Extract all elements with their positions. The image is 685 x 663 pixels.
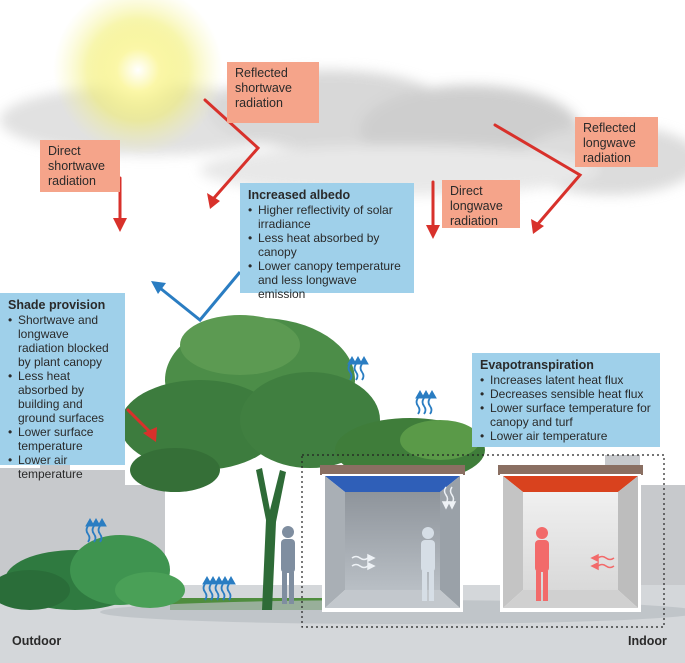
shade-item: Shortwave and longwave radiation blocked… bbox=[8, 313, 117, 369]
evaporation-arrows bbox=[85, 363, 433, 601]
evapo-item: Lower air temperature bbox=[480, 429, 652, 443]
indoor-frame bbox=[301, 454, 665, 628]
evapo-item: Decreases sensible heat flux bbox=[480, 387, 652, 401]
red-radiation-arrows bbox=[113, 98, 583, 442]
label-direct-longwave: Direct longwave radiation bbox=[442, 180, 520, 228]
hot-room bbox=[498, 465, 643, 612]
outdoor-person-icon bbox=[281, 526, 295, 604]
albedo-title: Increased albedo bbox=[248, 188, 351, 202]
cool-person-icon bbox=[421, 527, 435, 601]
shade-item: Less heat absorbed by building and groun… bbox=[8, 369, 117, 425]
fern-plants bbox=[0, 535, 185, 610]
box-increased-albedo: Increased albedo Higher reflectivity of … bbox=[240, 183, 414, 301]
cool-room bbox=[320, 465, 465, 612]
albedo-item: Lower canopy temperature and less longwa… bbox=[248, 259, 406, 301]
box-evapotranspiration: Evapotranspiration Increases latent heat… bbox=[472, 353, 660, 447]
sun-icon bbox=[53, 0, 223, 155]
label-outdoor: Outdoor bbox=[12, 634, 62, 648]
albedo-reflection-arrow bbox=[151, 271, 242, 323]
label-reflected-shortwave: Reflected shortwave radiation bbox=[227, 62, 319, 123]
cool-room-airflow-icon bbox=[351, 486, 457, 571]
box-shade-provision: Shade provision Shortwave and longwave r… bbox=[0, 293, 125, 481]
albedo-item: Higher reflectivity of solar irradiance bbox=[248, 203, 406, 231]
label-direct-shortwave: Direct shortwave radiation bbox=[40, 140, 120, 192]
shade-item: Lower surface temperature bbox=[8, 425, 117, 453]
label-reflected-longwave: Reflected longwave radiation bbox=[575, 117, 658, 167]
tree-icon bbox=[120, 315, 380, 610]
shade-title: Shade provision bbox=[8, 298, 106, 312]
hot-person-icon bbox=[535, 527, 549, 601]
evapo-item: Increases latent heat flux bbox=[480, 373, 652, 387]
evaporation-arrowheads bbox=[85, 355, 437, 585]
albedo-item: Less heat absorbed by canopy bbox=[248, 231, 406, 259]
shade-item: Lower air temperature bbox=[8, 453, 117, 481]
label-indoor: Indoor bbox=[628, 634, 667, 648]
hot-room-airflow-icon bbox=[590, 553, 615, 571]
evapo-title: Evapotranspiration bbox=[480, 358, 594, 372]
evapo-item: Lower surface temperature for canopy and… bbox=[480, 401, 652, 429]
